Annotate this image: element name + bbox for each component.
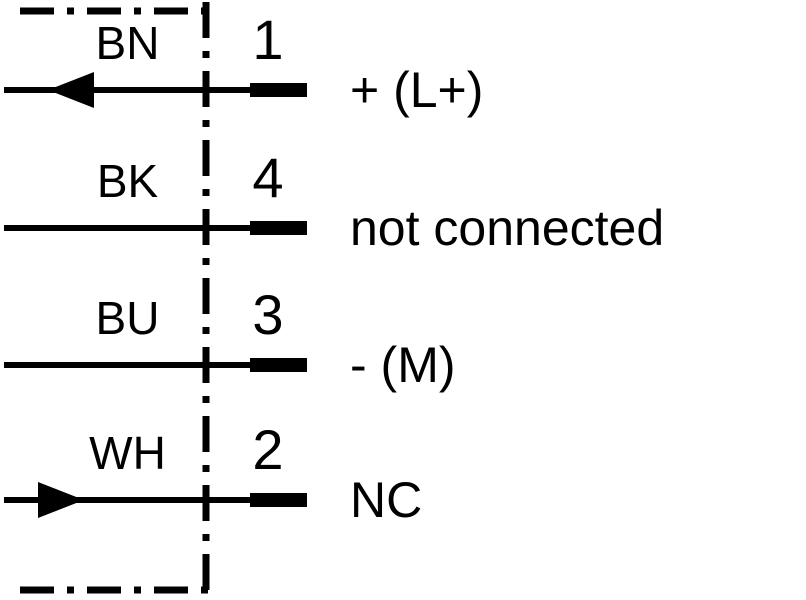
pin-number-1: 1 <box>252 8 284 71</box>
wire-color-label-bu: BU <box>95 292 160 344</box>
arrow-right-icon <box>38 482 84 518</box>
pin-number-3: 3 <box>252 283 284 346</box>
arrow-left-icon <box>48 72 94 108</box>
wire-color-label-wh: WH <box>89 427 166 479</box>
wire-line-bn <box>4 87 256 93</box>
wire-color-label-bn: BN <box>95 17 160 69</box>
signal-label-plus-l-plus: + (L+) <box>350 62 484 118</box>
signal-label-not-connected: not connected <box>350 200 665 256</box>
terminal-block-pin-2 <box>250 493 307 507</box>
wire-row-bu: BU 3 - (M) <box>0 285 806 445</box>
wire-line-wh <box>4 497 256 503</box>
terminal-block-pin-4 <box>250 221 307 235</box>
pin-number-4: 4 <box>252 146 284 209</box>
wire-row-bk: BK 4 not connected <box>0 148 806 308</box>
wire-row-bn: BN 1 + (L+) <box>0 10 806 170</box>
wire-line-bu <box>4 362 256 368</box>
wire-row-wh: WH 2 NC <box>0 420 806 580</box>
signal-label-nc: NC <box>350 472 423 528</box>
wire-line-bk <box>4 225 256 231</box>
wire-color-label-bk: BK <box>96 155 159 207</box>
terminal-block-pin-1 <box>250 83 307 97</box>
terminal-block-pin-3 <box>250 358 307 372</box>
signal-label-minus-m: - (M) <box>350 337 456 393</box>
pin-number-2: 2 <box>252 418 284 481</box>
